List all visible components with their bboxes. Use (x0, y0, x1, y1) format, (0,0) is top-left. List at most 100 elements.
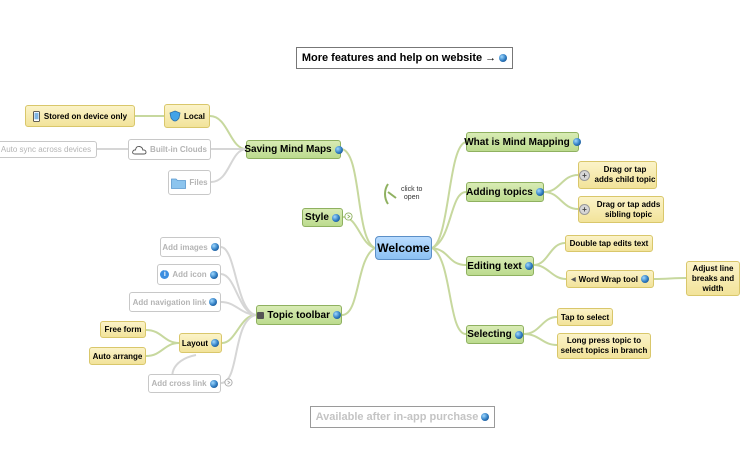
topic-saving-mind-maps[interactable]: Saving Mind Maps (244, 140, 343, 159)
note-label: Long press topic to select topics in bra… (560, 336, 648, 355)
click-to-open-label: click to open (401, 186, 422, 202)
plus-icon: + (579, 204, 590, 215)
phone-icon (33, 110, 40, 122)
line-free-form (145, 329, 180, 344)
globe-icon (481, 413, 490, 421)
note-label: Add images (162, 242, 208, 252)
globe-icon (211, 339, 220, 347)
shield-icon (169, 110, 181, 122)
note-add-cross-link[interactable]: Add cross link (148, 374, 221, 393)
line-long-press (523, 333, 558, 346)
folder-icon (171, 178, 187, 189)
note-drag-child[interactable]: + Drag or tap adds child topic (578, 161, 657, 189)
note-label: Layout (181, 338, 209, 348)
globe-icon (209, 298, 218, 306)
note-label: Add icon (172, 270, 207, 279)
topic-adding-topics[interactable]: Adding topics (466, 182, 544, 202)
line-adding (431, 191, 467, 249)
line-what-is (431, 141, 467, 249)
note-add-icon[interactable]: i Add icon (157, 264, 221, 285)
note-label: Double tap edits text (569, 239, 649, 248)
topic-label: Selecting (467, 329, 512, 340)
note-add-navigation-link[interactable]: Add navigation link (129, 292, 221, 312)
click-to-open-line2: open (403, 194, 420, 201)
topic-label: Adding topics (466, 186, 533, 198)
note-double-tap[interactable]: Double tap edits text (565, 235, 653, 252)
note-label: Auto sync across devices (0, 145, 92, 154)
topic-style[interactable]: Style (302, 208, 343, 227)
line-word-wrap (533, 264, 567, 280)
central-topic-label: Welcome (377, 241, 430, 255)
line-drag-sibling (543, 191, 579, 210)
globe-icon (209, 270, 218, 279)
note-word-wrap[interactable]: ◀ Word Wrap tool (566, 270, 654, 288)
line-add-cross (220, 314, 257, 384)
note-label: Files (189, 178, 208, 187)
central-topic-welcome[interactable]: Welcome (375, 236, 432, 260)
cloud-icon (132, 145, 147, 154)
topic-editing-text[interactable]: Editing text (466, 256, 534, 276)
note-label: Stored on device only (43, 111, 128, 121)
website-link-box[interactable]: More features and help on website → (296, 47, 513, 69)
note-layout[interactable]: Layout (179, 333, 222, 353)
note-files[interactable]: Files (168, 170, 211, 195)
topic-what-is-mind-mapping[interactable]: What is Mind Mapping (464, 132, 581, 152)
note-label: Adjust line breaks and width (691, 263, 735, 293)
globe-icon (524, 262, 533, 270)
note-label: Drag or tap adds sibling topic (596, 199, 661, 219)
topic-selecting[interactable]: Selecting (466, 325, 524, 344)
note-adjust-line-breaks[interactable]: Adjust line breaks and width (686, 261, 740, 296)
globe-icon (333, 311, 341, 319)
wrap-icon: ◀ (571, 276, 576, 283)
note-add-images[interactable]: Add images (160, 237, 221, 257)
after-purchase-text: Available after in-app purchase (315, 411, 479, 423)
topic-topic-toolbar[interactable]: Topic toolbar (256, 305, 342, 325)
topic-label: Editing text (467, 260, 522, 272)
click-to-open-icon (384, 183, 397, 205)
note-local[interactable]: Local (164, 104, 210, 128)
note-label: Auto arrange (92, 351, 143, 361)
plus-icon: + (579, 169, 590, 181)
note-built-in-clouds[interactable]: Built-in Clouds (128, 139, 211, 160)
cross-link-collapse-icon[interactable] (224, 378, 233, 387)
line-adjust (653, 277, 687, 280)
globe-icon (640, 275, 649, 283)
style-collapse-icon[interactable] (344, 212, 353, 221)
topic-label: Topic toolbar (267, 309, 330, 321)
globe-icon (535, 188, 544, 196)
globe-icon (210, 243, 219, 251)
line-selecting (431, 247, 467, 335)
line-double-tap (533, 242, 566, 266)
note-label: Add cross link (151, 379, 207, 388)
note-auto-arrange[interactable]: Auto arrange (89, 347, 146, 365)
globe-icon (499, 54, 508, 62)
globe-icon (514, 330, 523, 339)
website-link-text: More features and help on website → (301, 52, 497, 64)
line-files (210, 148, 247, 183)
note-label: Drag or tap adds child topic (594, 165, 656, 184)
line-auto-arrange (145, 342, 180, 357)
globe-icon (334, 145, 343, 154)
globe-icon (209, 379, 218, 388)
note-label: Built-in Clouds (150, 145, 207, 154)
note-label: Tap to select (560, 312, 610, 322)
after-purchase-box[interactable]: Available after in-app purchase (310, 406, 495, 428)
note-free-form[interactable]: Free form (100, 321, 146, 338)
note-tap-to-select[interactable]: Tap to select (557, 308, 613, 326)
line-tap-select (523, 316, 558, 335)
line-add-nav (220, 301, 257, 316)
click-to-open-line1: click to (401, 186, 423, 193)
line-local (209, 115, 247, 150)
note-drag-sibling[interactable]: + Drag or tap adds sibling topic (578, 196, 664, 223)
info-icon: i (160, 270, 170, 279)
line-drag-child (543, 174, 579, 193)
line-saving (340, 148, 376, 249)
toolbar-icon (257, 311, 265, 319)
note-long-press[interactable]: Long press topic to select topics in bra… (557, 333, 651, 359)
topic-label: What is Mind Mapping (464, 136, 570, 148)
line-editing (431, 247, 467, 266)
globe-icon (572, 138, 581, 146)
note-auto-sync[interactable]: Auto sync across devices (0, 141, 97, 158)
note-stored-on-device[interactable]: Stored on device only (25, 105, 135, 127)
globe-icon (331, 213, 340, 222)
